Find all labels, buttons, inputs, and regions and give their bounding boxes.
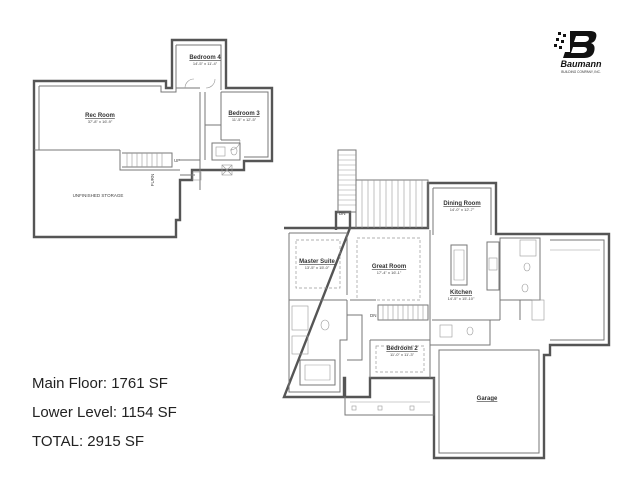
- logo-mark: Baumann BUILDING COMPANY, INC.: [554, 31, 602, 74]
- room-dim-master-suite: 13'-5" x 15'-0": [305, 265, 330, 270]
- label-up: UP: [174, 158, 180, 163]
- label-dn-stairs: DN: [370, 313, 377, 318]
- room-name-bedroom-4: Bedroom 4: [189, 55, 221, 61]
- room-dim-kitchen: 14'-5" x 15'-10": [448, 296, 475, 301]
- summary-total: TOTAL: 2915 SF: [32, 433, 144, 450]
- room-dim-bedroom-4: 14'-5" x 11'-4": [193, 61, 218, 66]
- label-furn: FURN: [150, 174, 155, 187]
- lower-level-walls: [32, 38, 274, 239]
- room-name-dining-room: Dining Room: [443, 201, 480, 207]
- label-unfinished-storage: UNFINISHED STORAGE: [73, 193, 124, 198]
- summary-lower-level: Lower Level: 1154 SF: [32, 404, 177, 421]
- room-name-kitchen: Kitchen: [450, 290, 472, 296]
- room-name-bedroom-2: Bedroom 2: [386, 346, 418, 352]
- lower-level-plan: [32, 38, 274, 239]
- room-name-great-room: Great Room: [372, 264, 406, 270]
- main-level-plan: [282, 149, 611, 460]
- room-name-rec-room: Rec Room: [85, 113, 115, 119]
- svg-text:Baumann: Baumann: [560, 59, 602, 69]
- label-dn-deck: DN: [339, 211, 346, 216]
- room-name-bedroom-3: Bedroom 3: [228, 111, 260, 117]
- room-dim-dining-room: 14'-0" x 12'-7": [450, 207, 475, 212]
- room-name-garage: Garage: [477, 396, 498, 402]
- room-dim-bedroom-2: 11'-0" x 11'-3": [390, 352, 415, 357]
- baumann-logo: Baumann BUILDING COMPANY, INC.: [548, 28, 618, 76]
- room-dim-bedroom-3: 11'-5" x 12'-5": [232, 117, 257, 122]
- summary-main-floor: Main Floor: 1761 SF: [32, 375, 168, 392]
- room-dim-great-room: 17'-4" x 16'-1": [377, 270, 402, 275]
- room-name-master-suite: Master Suite: [299, 259, 335, 265]
- room-dim-rec-room: 37'-8" x 16'-9": [88, 119, 113, 124]
- svg-text:BUILDING COMPANY, INC.: BUILDING COMPANY, INC.: [561, 70, 601, 74]
